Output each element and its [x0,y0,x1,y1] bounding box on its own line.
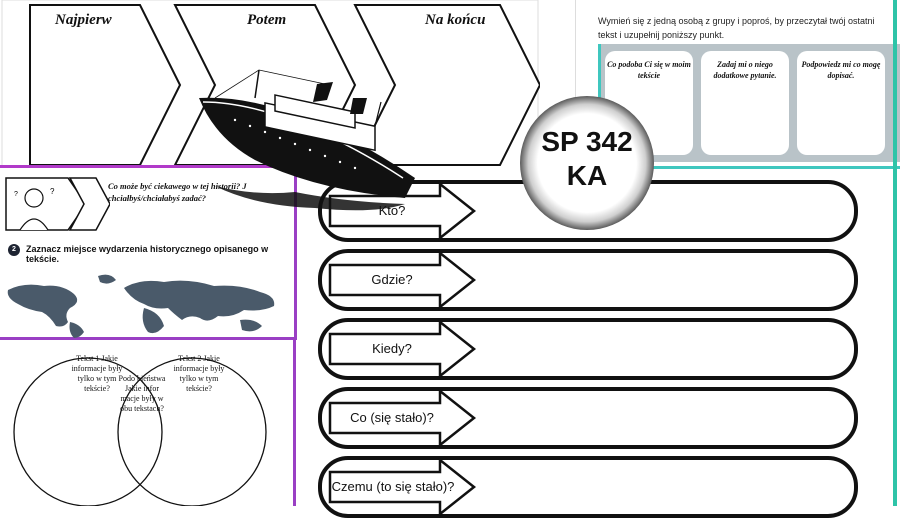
svg-text:?: ? [50,187,55,196]
row-label-when: Kiedy? [372,341,412,356]
label-arrow [328,251,477,309]
ocean-liner-illustration [199,69,415,211]
peer-instruction: Wymień się z jedną osobą z grupy i popro… [598,16,875,40]
step-arrow-1 [29,4,182,166]
organizer-row-where: Gdzie? [318,249,858,311]
thinking-person-icon: ? ? [5,177,110,231]
sequence-arrows [1,0,540,172]
badge-line-2: KA [566,160,608,191]
badge-line-1: SP 342 [541,126,633,157]
venn-middle-label: Podo bieństwa Jakie infor macje były w o… [118,374,166,413]
step-label-3: Na końcu [425,12,486,28]
label-arrow [328,182,477,240]
label-arrow [328,320,477,378]
question-prompt: Co może być ciekawego w tej historii? J … [108,181,247,203]
teal-divider [575,166,900,169]
venn-right-label: Tekst 2 Jakie informacje były tylko w ty… [173,354,225,393]
svg-text:?: ? [14,191,18,198]
peer-card-question: Zadaj mi o niego dodatkowe pytanie. [701,51,789,155]
organizer-row-what: Co (się stało)? [318,387,858,449]
sequence-worksheet: Najpierw Potem Na końcu [0,0,540,172]
world-map-icon [7,274,275,338]
venn-worksheet: Tekst 1 Jakie informacje były tylko w ty… [0,340,296,506]
step-label-1: Najpierw [55,12,112,28]
organizer-row-when: Kiedy? [318,318,858,380]
questions-worksheet: ? ? Co może być ciekawego w tej historii… [0,165,297,340]
step-label-2: Potem [247,12,287,28]
teal-edge-stripe [893,0,897,506]
label-arrow [328,389,477,447]
row-label-why: Czemu (to się stało)? [331,479,455,494]
row-label-where: Gdzie? [371,272,413,287]
label-arrow [328,458,477,516]
row-label-what: Co (się stało)? [350,410,434,425]
step2-instruction: Zaznacz miejsce wydarzenia historycznego… [26,244,269,264]
step-number-badge: 2 [8,244,20,256]
school-badge: SP 342 KA [520,96,654,230]
peer-card-suggest: Podpowiedz mi co mogę dopisać. [797,51,885,155]
venn-diagram [13,357,267,506]
organizer-row-why: Czemu (to się stało)? [318,456,858,518]
step-arrow-3 [353,4,540,166]
venn-left-label: Tekst 1 Jakie informacje były tylko w ty… [71,354,123,393]
